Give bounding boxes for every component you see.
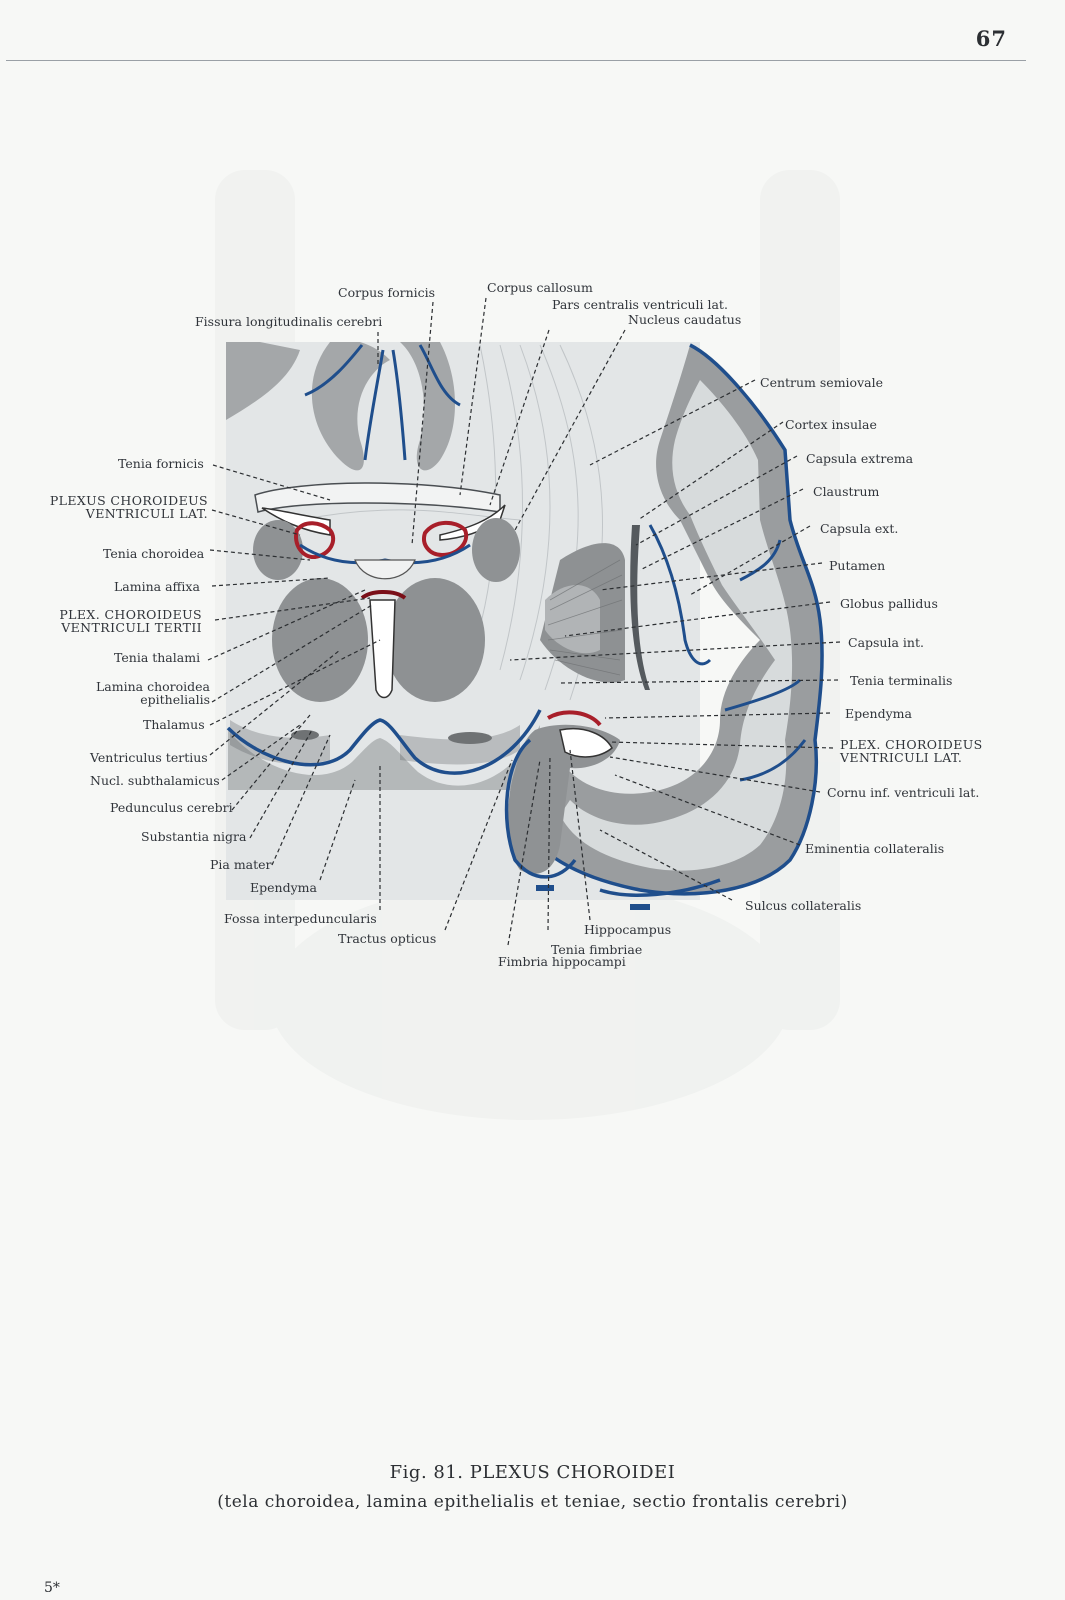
- nucleus-caudatus-left: [253, 520, 303, 580]
- lentiform-striations: [547, 559, 623, 676]
- label-corpus-fornicis: Corpus fornicis: [338, 285, 436, 300]
- label-lamina-affixa: Lamina affixa: [114, 579, 200, 594]
- pedunculus-right: [400, 725, 520, 765]
- claustrum: [630, 525, 650, 690]
- label-plexus-lat-left: PLEXUS CHOROIDEUS VENTRICULI LAT.: [49, 493, 208, 521]
- gyrus-pia-left: [304, 344, 461, 407]
- label-ependyma-left: Ependyma: [250, 880, 317, 895]
- label-corpus-callosum: Corpus callosum: [487, 280, 593, 295]
- figure-caption-subtitle: (tela choroidea, lamina epithelialis et …: [217, 1492, 848, 1512]
- hippocampus: [508, 724, 620, 874]
- lateral-white-core: [560, 380, 793, 871]
- label-tenia-fornicis: Tenia fornicis: [118, 456, 204, 471]
- label-lamina-choroidea: Lamina choroidea epithelialis: [95, 679, 210, 707]
- frontal-cortex: [226, 342, 455, 471]
- inferior-shading: [228, 725, 540, 790]
- label-tenia-fimbriae: Tenia fimbriae: [551, 942, 643, 957]
- substantia-nigra-left: [291, 730, 319, 740]
- header-rule: [6, 60, 1026, 61]
- label-nucleus-caudatus: Nucleus caudatus: [628, 312, 742, 327]
- plexus-lat-left: [294, 521, 336, 559]
- hippocampus-pia: [504, 738, 721, 897]
- label-ependyma-right: Ependyma: [845, 706, 912, 721]
- label-thalamus: Thalamus: [143, 717, 205, 732]
- label-fossa-interpeduncularis: Fossa interpeduncularis: [224, 911, 377, 926]
- plexus-lat-right: [422, 520, 469, 558]
- label-fissura-longitudinalis: Fissura longitudinalis cerebri: [195, 314, 383, 329]
- thalamus-right: [385, 578, 485, 702]
- label-plexus-lat-right: PLEX. CHOROIDEUS VENTRICULI LAT.: [840, 737, 983, 765]
- leader-lines: [207, 297, 841, 946]
- label-fimbria-hippocampi: Fimbria hippocampi: [498, 954, 626, 969]
- thalamus-left: [272, 578, 368, 702]
- label-sulcus-collateralis: Sulcus collateralis: [745, 898, 862, 913]
- label-cortex-insulae: Cortex insulae: [785, 417, 877, 432]
- fornix: [354, 559, 416, 580]
- label-claustrum: Claustrum: [813, 484, 880, 499]
- insula-pia: [648, 524, 712, 666]
- plexus-lat-inf: [546, 710, 602, 727]
- label-hippocampus: Hippocampus: [584, 922, 672, 937]
- pia-mater-inferior: [226, 709, 542, 775]
- ventriculus-tertius: [369, 599, 396, 699]
- plexus-tertii: [360, 590, 407, 600]
- fissura-longitudinalis: [363, 349, 407, 461]
- sulcus-coll-mark: [630, 904, 650, 910]
- label-centrum-semiovale: Centrum semiovale: [760, 375, 883, 390]
- label-pedunculus-cerebri: Pedunculus cerebri: [110, 800, 233, 815]
- cornu-inf: [559, 728, 613, 758]
- substantia-nigra-right: [448, 732, 492, 744]
- page-number: 67: [975, 26, 1007, 51]
- label-ventriculus-tertius: Ventriculus tertius: [90, 750, 208, 765]
- label-cornu-inf: Cornu inf. ventriculi lat.: [827, 785, 980, 800]
- label-tenia-terminalis: Tenia terminalis: [850, 673, 953, 688]
- label-putamen: Putamen: [829, 558, 886, 573]
- label-nucl-subthalamicus: Nucl. subthalamicus: [90, 773, 220, 788]
- globus-pallidus: [545, 585, 600, 654]
- pedunculus-left: [230, 720, 330, 765]
- label-capsula-ext: Capsula ext.: [820, 521, 899, 536]
- label-tractus-opticus: Tractus opticus: [338, 931, 437, 946]
- printer-signature: 5*: [44, 1580, 60, 1596]
- nucleus-caudatus-right: [472, 518, 520, 582]
- lateral-pia: [518, 343, 824, 896]
- figure-caption-title: Fig. 81. PLEXUS CHOROIDEI: [389, 1462, 676, 1483]
- label-capsula-int: Capsula int.: [848, 635, 924, 650]
- label-tenia-choroidea: Tenia choroidea: [103, 546, 205, 561]
- label-globus-pallidus: Globus pallidus: [840, 596, 938, 611]
- label-plexus-tertii: PLEX. CHOROIDEUS VENTRICULI TERTII: [59, 607, 202, 635]
- label-tenia-thalami: Tenia thalami: [114, 650, 201, 665]
- label-substantia-nigra: Substantia nigra: [141, 829, 247, 844]
- label-capsula-extrema: Capsula extrema: [806, 451, 914, 466]
- label-pia-mater: Pia mater: [210, 857, 272, 872]
- label-eminentia-collateralis: Eminentia collateralis: [805, 841, 945, 856]
- fimbria-mark: [536, 885, 554, 891]
- label-pars-centralis: Pars centralis ventriculi lat.: [552, 297, 728, 312]
